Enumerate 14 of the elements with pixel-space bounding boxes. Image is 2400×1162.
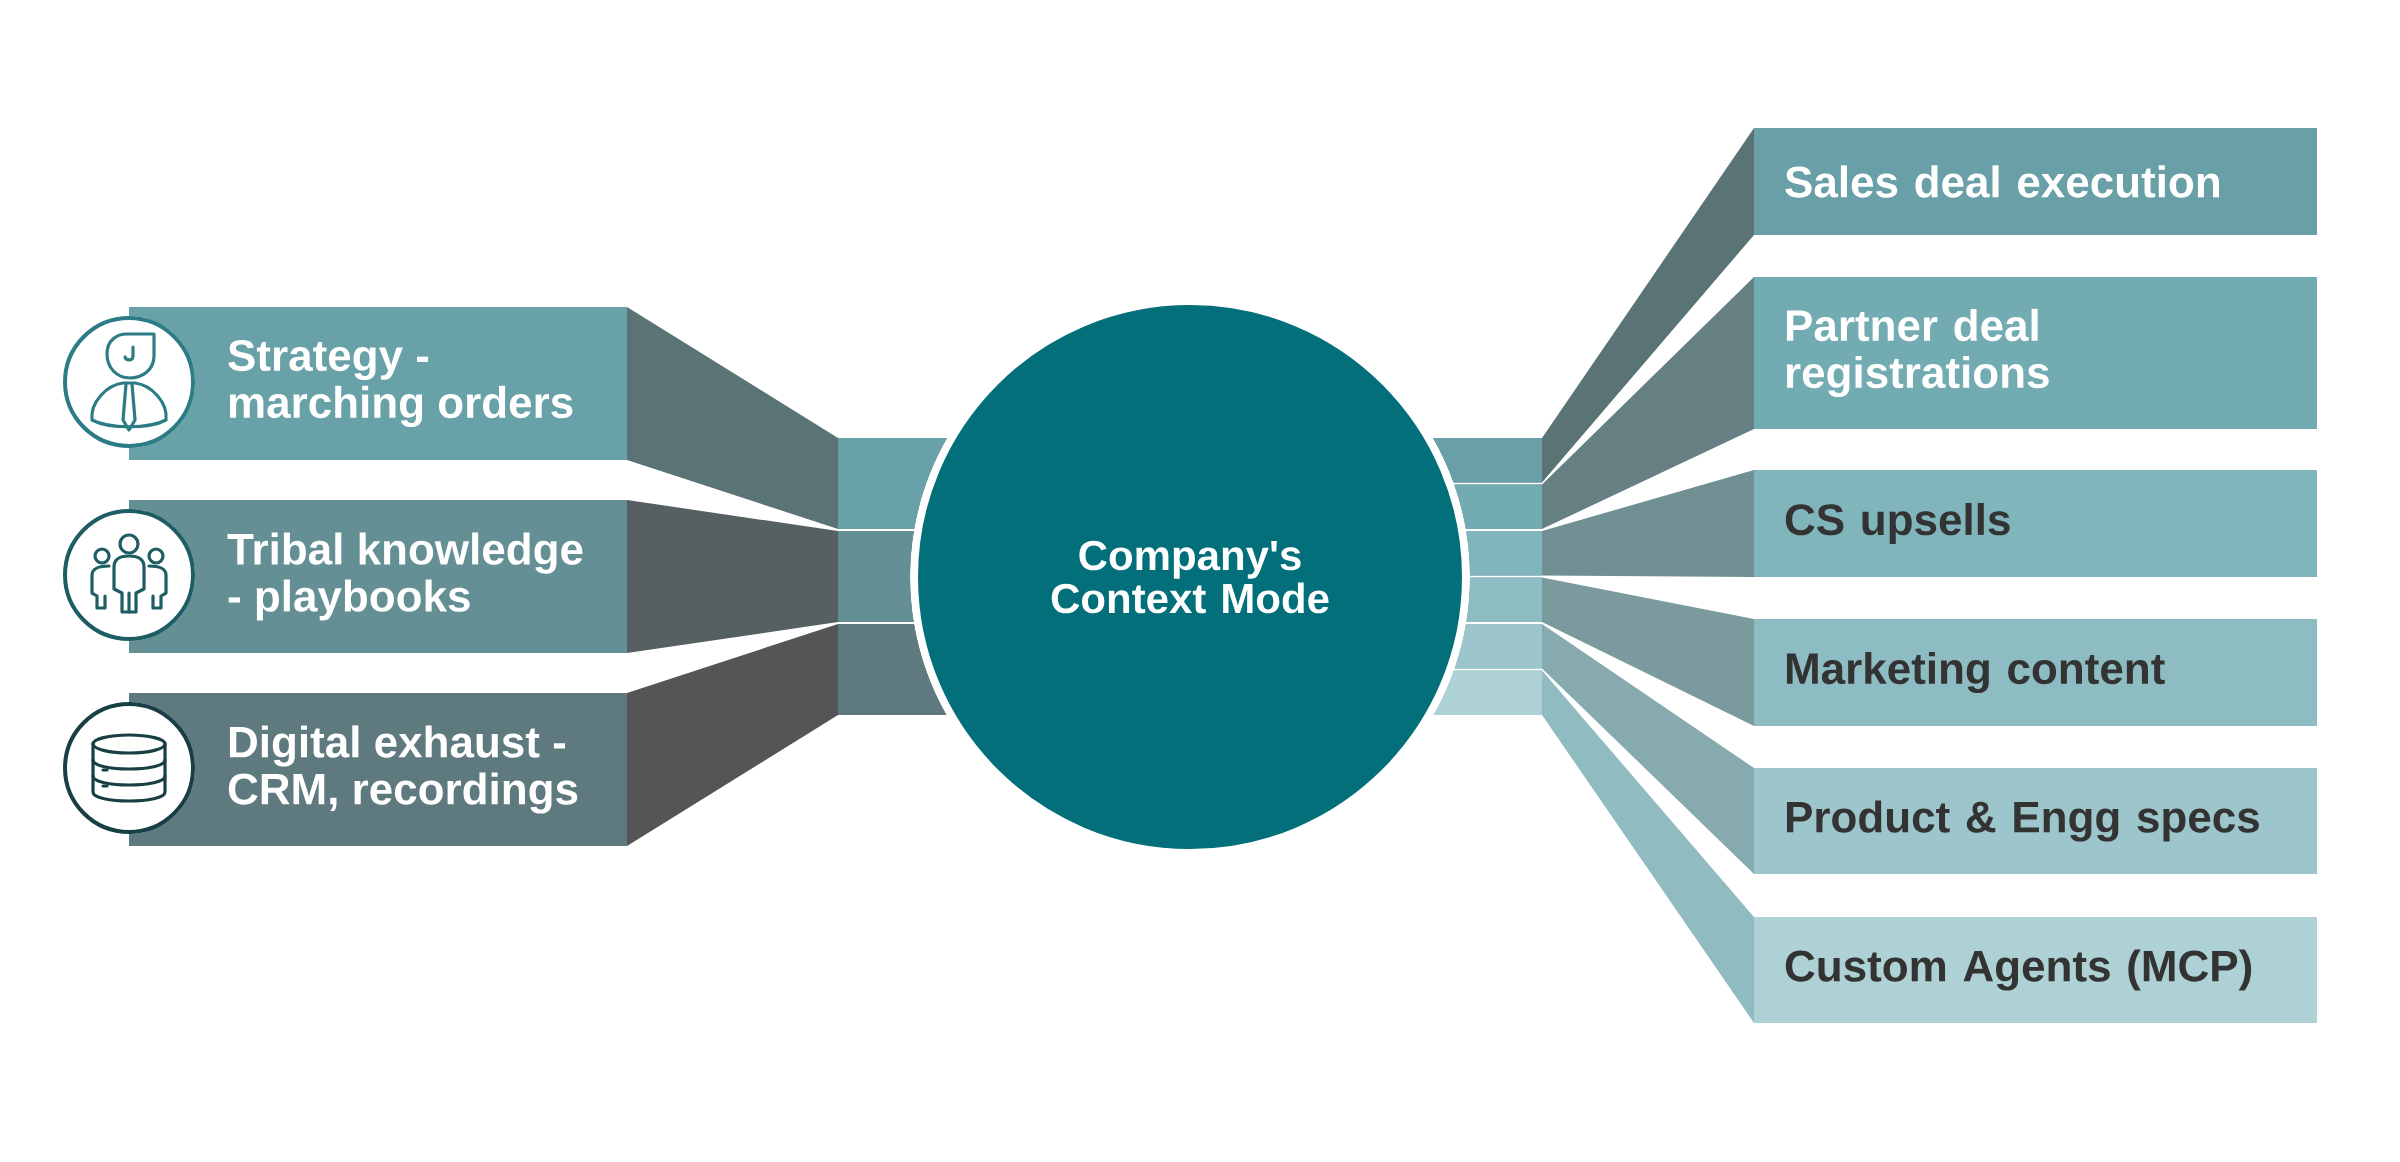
funnel-connector bbox=[1433, 670, 1754, 1023]
category-box: CS upsells bbox=[1754, 470, 2317, 577]
category-box: Marketing content bbox=[1754, 619, 2317, 726]
funnel-connector bbox=[627, 307, 947, 529]
category-box: Partner deal registrations bbox=[1754, 277, 2317, 429]
funnel-connector bbox=[1466, 470, 1754, 577]
funnel-connector bbox=[627, 624, 947, 846]
funnel-connector bbox=[627, 500, 914, 653]
category-box: Tribal knowledge - playbooks bbox=[129, 500, 627, 653]
category-box: Product & Engg specs bbox=[1754, 768, 2317, 874]
category-box: Custom Agents (MCP) bbox=[1754, 917, 2317, 1023]
category-box: Sales deal execution bbox=[1754, 128, 2317, 235]
category-box: Strategy - marching orders bbox=[129, 307, 627, 460]
category-box: Digital exhaust - CRM, recordings bbox=[129, 693, 627, 846]
